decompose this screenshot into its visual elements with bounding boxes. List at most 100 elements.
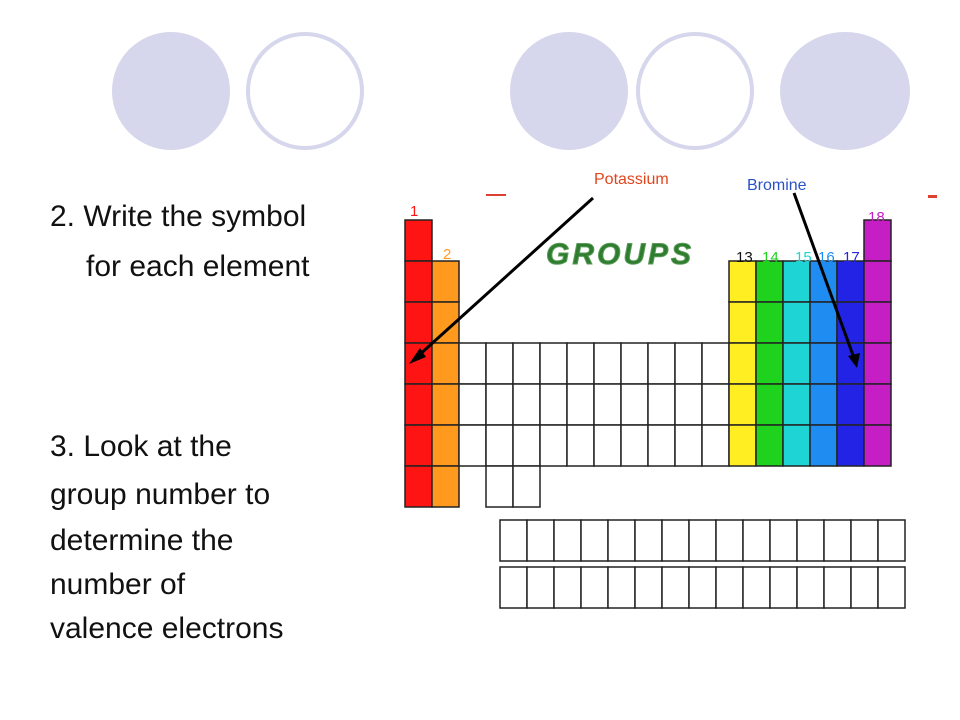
- group15-cell: [782, 301, 811, 344]
- step3-line4: number of: [50, 568, 186, 601]
- group15-cell: [782, 383, 811, 426]
- transition-cell: [593, 424, 622, 467]
- group2-cell: [431, 383, 460, 426]
- transition-cell: [485, 342, 514, 385]
- table-cells: [404, 219, 906, 609]
- group13-cell: [728, 260, 757, 303]
- f-block-cell: [742, 519, 771, 562]
- transition-cell: [701, 424, 730, 467]
- group16-cell: [809, 424, 838, 467]
- transition-cell: [620, 342, 649, 385]
- group13-cell: [728, 424, 757, 467]
- f-block-cell: [499, 566, 528, 609]
- f-block-cell: [634, 566, 663, 609]
- group14-cell: [755, 342, 784, 385]
- transition-cell: [458, 342, 487, 385]
- group1-cell: [404, 424, 433, 467]
- transition-cell: [539, 383, 568, 426]
- group18-cell: [863, 383, 892, 426]
- step3-line3: determine the: [50, 524, 234, 557]
- transition-cell: [620, 383, 649, 426]
- transition-cell: [701, 342, 730, 385]
- decor-circle-3: [510, 32, 628, 150]
- f-block-cell: [688, 566, 717, 609]
- decor-circle-1: [112, 32, 230, 150]
- f-block-cell: [823, 566, 852, 609]
- transition-cell: [539, 342, 568, 385]
- f-block-cell: [580, 519, 609, 562]
- f-block-cell: [796, 566, 825, 609]
- group14-cell: [755, 260, 784, 303]
- group16-cell: [809, 301, 838, 344]
- step3-line2: group number to: [50, 478, 271, 511]
- transition-cell: [512, 383, 541, 426]
- bromine-arrow: [792, 192, 856, 359]
- group1-cell: [404, 260, 433, 303]
- step2-line2: for each element: [86, 250, 310, 283]
- group2-cell: [431, 465, 460, 508]
- f-block-cell: [607, 519, 636, 562]
- step3-line5: valence electrons: [50, 612, 284, 645]
- group15-cell: [782, 342, 811, 385]
- group2-cell: [431, 424, 460, 467]
- group1-cell: [404, 342, 433, 385]
- f-block-cell: [769, 566, 798, 609]
- transition-cell: [647, 383, 676, 426]
- potassium-arrowhead: [409, 348, 426, 364]
- group16-cell: [809, 383, 838, 426]
- transition-cell: [485, 424, 514, 467]
- transition-cell: [647, 342, 676, 385]
- group13-cell: [728, 301, 757, 344]
- transition-cell: [701, 383, 730, 426]
- transition-cell: [485, 383, 514, 426]
- f-block-cell: [715, 519, 744, 562]
- group17-cell: [836, 424, 865, 467]
- transition-cell: [458, 424, 487, 467]
- f-block-cell: [661, 566, 690, 609]
- step3-line1: 3. Look at the: [50, 430, 232, 463]
- group1-cell: [404, 383, 433, 426]
- transition-cell: [512, 342, 541, 385]
- f-block-cell: [877, 566, 906, 609]
- group-label-18: 18: [868, 209, 885, 226]
- group-label-14: 14: [762, 249, 779, 266]
- decor-circle-2: [246, 32, 364, 150]
- group14-cell: [755, 424, 784, 467]
- annotation-arrows: [409, 192, 860, 368]
- group18-cell: [863, 219, 892, 262]
- f-block-cell: [499, 519, 528, 562]
- transition-cell: [512, 465, 541, 508]
- group17-cell: [836, 383, 865, 426]
- f-block-cell: [526, 519, 555, 562]
- potassium-arrow: [415, 196, 595, 359]
- f-block-cell: [580, 566, 609, 609]
- f-block-cell: [661, 519, 690, 562]
- f-block-cell: [688, 519, 717, 562]
- transition-cell: [566, 424, 595, 467]
- transition-cell: [485, 465, 514, 508]
- group-label-13: 13: [736, 249, 753, 266]
- transition-cell: [647, 424, 676, 467]
- step2-line1: 2. Write the symbol: [50, 200, 307, 233]
- group-label-17: 17: [843, 249, 860, 266]
- transition-cell: [674, 342, 703, 385]
- f-block-cell: [877, 519, 906, 562]
- group13-cell: [728, 342, 757, 385]
- bromine-label: Bromine: [747, 177, 807, 194]
- transition-cell: [566, 383, 595, 426]
- f-block-cell: [850, 566, 879, 609]
- f-block-cell: [553, 566, 582, 609]
- transition-cell: [593, 383, 622, 426]
- group1-cell: [404, 219, 433, 262]
- group17-cell: [836, 260, 865, 303]
- group16-cell: [809, 342, 838, 385]
- transition-cell: [566, 342, 595, 385]
- f-block-cell: [796, 519, 825, 562]
- group13-cell: [728, 383, 757, 426]
- groups-banner: GROUPS: [546, 238, 694, 271]
- f-block-cell: [607, 566, 636, 609]
- f-block-cell: [769, 519, 798, 562]
- group15-cell: [782, 260, 811, 303]
- group2-cell: [431, 260, 460, 303]
